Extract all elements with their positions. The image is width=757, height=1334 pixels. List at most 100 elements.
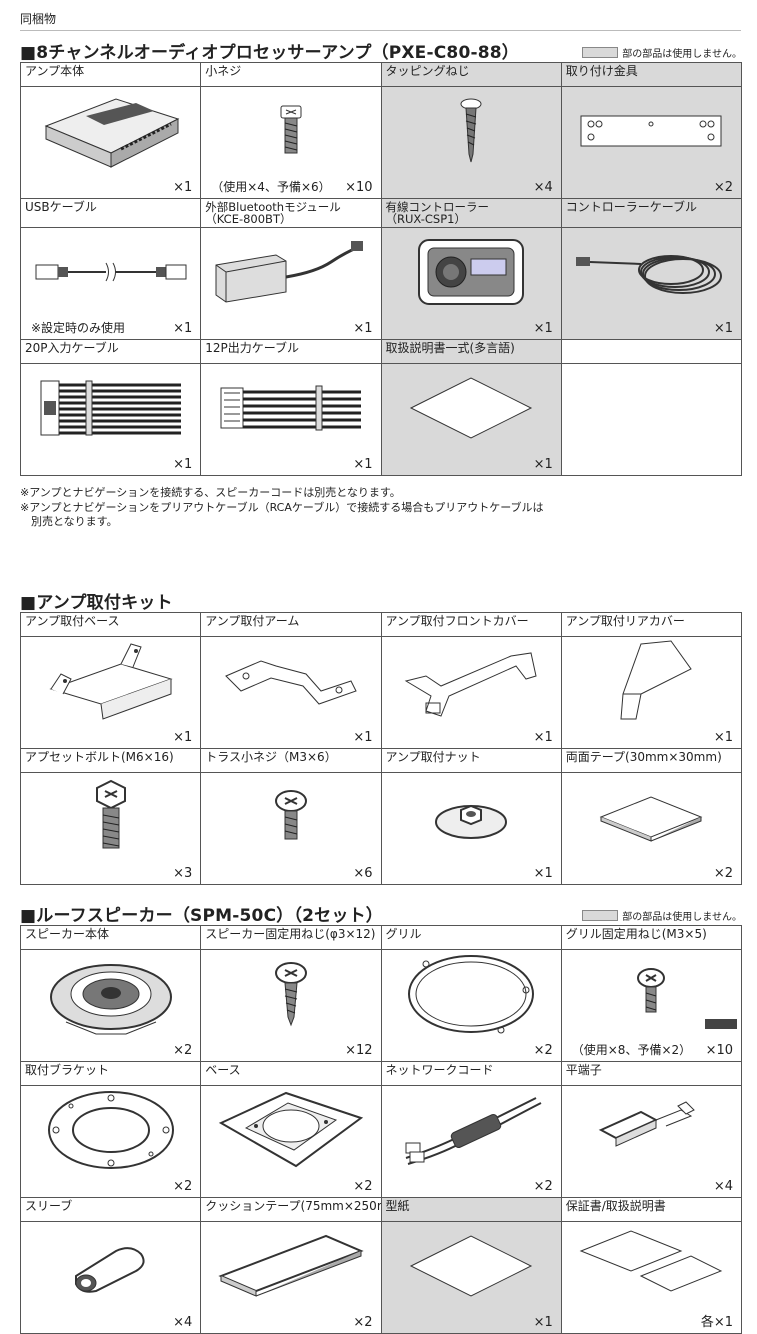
network-cord-icon	[382, 1090, 561, 1170]
parts-label-row: アンプ取付ベースアンプ取付アームアンプ取付フロントカバーアンプ取付リアカバー	[19, 612, 743, 637]
input-cable-20p-icon	[21, 368, 200, 448]
part-image-cell: ×2	[19, 949, 202, 1062]
part-name	[560, 339, 743, 365]
parts-label-row: アンプ本体小ネジタッピングねじ取り付け金具	[19, 62, 743, 87]
part-image-cell: ×12	[200, 949, 382, 1062]
part-name: トラス小ネジ（M3×6）	[200, 748, 382, 773]
part-image-cell: ×1	[380, 227, 562, 341]
part-quantity: ×2	[353, 1179, 373, 1194]
part-quantity: ×1	[353, 321, 373, 337]
part-quantity: ×1	[173, 457, 193, 473]
part-name: 20P入力ケーブル	[19, 339, 202, 365]
section-roof-speaker: ■ルーフスピーカー（SPM-50C）（2セット） 部の部品は使用しません。スピーカ…	[19, 901, 743, 1334]
usb-cable-icon	[21, 232, 200, 312]
part-quantity: ×6	[353, 866, 373, 881]
part-name: グリル	[380, 925, 562, 950]
part-name: 平端子	[560, 1061, 743, 1086]
part-image-cell: ×1	[560, 227, 743, 341]
amp-unit-icon	[21, 91, 200, 171]
part-quantity: ×4	[713, 1179, 733, 1194]
double-sided-tape-icon	[562, 777, 741, 857]
section-header: ■8チャンネルオーディオプロセッサーアンプ（PXE-C80-88）部の部品は使用…	[20, 38, 742, 63]
legend-text: 部の部品は使用しません。	[622, 49, 742, 60]
parts-label-row: 取付ブラケットベースネットワークコード平端子	[19, 1061, 743, 1086]
part-name: スピーカー固定用ねじ(φ3×12)	[200, 925, 382, 950]
parts-label-row: アプセットボルト(M6×16)トラス小ネジ（M3×6）アンプ取付ナット両面テープ…	[19, 748, 743, 773]
page-tab-marker	[705, 1019, 737, 1029]
part-name: アンプ取付リアカバー	[560, 612, 743, 637]
part-name: 取付ブラケット	[19, 1061, 202, 1086]
grille-screw-icon	[562, 954, 741, 1034]
parts-table: アンプ取付ベースアンプ取付アームアンプ取付フロントカバーアンプ取付リアカバー×1…	[19, 612, 743, 885]
part-image-cell: ※設定時のみ使用×1	[19, 227, 202, 341]
part-name: ネットワークコード	[380, 1061, 562, 1086]
unused-parts-legend: 部の部品は使用しません。	[582, 908, 742, 923]
part-image-cell: 各×1	[560, 1221, 743, 1334]
part-quantity: ×2	[533, 1043, 553, 1058]
part-image-cell: ×1	[19, 636, 202, 749]
part-quantity: ×10	[705, 1043, 733, 1058]
section-title: ■アンプ取付キット	[20, 593, 173, 613]
part-quantity: ×1	[713, 321, 733, 337]
part-quantity: ×12	[345, 1043, 373, 1058]
part-name: コントローラーケーブル	[560, 197, 743, 229]
part-name: アンプ取付フロントカバー	[380, 612, 562, 637]
part-note: ※設定時のみ使用	[31, 321, 126, 336]
part-image-cell: ×1	[200, 636, 382, 749]
sleeve-icon	[21, 1226, 200, 1306]
parts-image-row: ×1×1×1	[19, 363, 743, 477]
part-note: （使用×8、予備×2）	[571, 1043, 692, 1057]
part-image-cell: ×1	[380, 1221, 562, 1334]
part-quantity: ×4	[173, 1315, 193, 1330]
part-name: ベース	[200, 1061, 382, 1086]
part-image-cell: ×2	[200, 1221, 382, 1334]
part-image-cell: ×1	[380, 772, 562, 885]
note-speaker-cord: ※アンプとナビゲーションを接続する、スピーカーコードは別売となります。	[20, 486, 401, 499]
part-name: クッションテープ(75mm×250mm)	[200, 1197, 382, 1222]
mounting-bracket-icon	[562, 91, 741, 171]
small-screw-icon	[201, 91, 380, 171]
bluetooth-module-icon	[201, 232, 380, 312]
manual-sheet-icon	[382, 368, 561, 448]
part-name: 型紙	[380, 1197, 562, 1222]
part-quantity: ×3	[173, 866, 193, 881]
part-name: アンプ取付アーム	[200, 612, 382, 637]
header-divider	[20, 30, 741, 31]
mount-nut-icon	[382, 777, 561, 857]
part-image-cell: （使用×4、予備×6）×10	[200, 86, 382, 199]
note-preout-cable: ※アンプとナビゲーションをプリアウトケーブル（RCAケーブル）で接続する場合もプ…	[20, 501, 544, 528]
part-name: USBケーブル	[19, 197, 202, 229]
parts-image-row: ※設定時のみ使用×1 ×1 ×1 ×1	[19, 227, 743, 341]
part-quantity: ×1	[173, 730, 193, 745]
parts-image-row: ×1×1×1×1	[19, 636, 743, 749]
part-name: 両面テープ(30mm×30mm)	[560, 748, 743, 773]
part-quantity: ×1	[173, 180, 193, 195]
part-quantity: ×2	[353, 1315, 373, 1330]
section-amp-contents: ■8チャンネルオーディオプロセッサーアンプ（PXE-C80-88）部の部品は使用…	[19, 38, 743, 477]
part-quantity: ×2	[173, 1043, 193, 1058]
part-image-cell: ×1	[560, 636, 743, 749]
part-quantity: ×1	[353, 730, 373, 745]
parts-table: スピーカー本体スピーカー固定用ねじ(φ3×12)グリルグリル固定用ねじ(M3×5…	[19, 925, 743, 1334]
legend-swatch	[582, 910, 619, 921]
part-image-cell: ×1	[200, 363, 382, 477]
part-name: スピーカー本体	[19, 925, 202, 950]
rear-cover-icon	[562, 639, 741, 721]
section-amp-mount-kit: ■アンプ取付キットアンプ取付ベースアンプ取付アームアンプ取付フロントカバーアンプ…	[19, 588, 743, 885]
front-cover-icon	[382, 641, 561, 721]
parts-image-row: ×3×6×1×2	[19, 772, 743, 885]
part-image-cell: ×1	[380, 636, 562, 749]
section-title: ■ルーフスピーカー（SPM-50C）（2セット）	[20, 906, 383, 926]
part-quantity: ×2	[533, 1179, 553, 1194]
unused-parts-legend: 部の部品は使用しません。	[582, 45, 742, 60]
part-name: アプセットボルト(M6×16)	[19, 748, 202, 773]
part-image-cell: ×2	[380, 1085, 562, 1198]
part-name: 保証書/取扱説明書	[560, 1197, 743, 1222]
part-quantity: ×4	[533, 180, 553, 195]
mount-bracket-ring-icon	[21, 1090, 200, 1170]
speaker-base-icon	[201, 1090, 380, 1170]
part-image-cell: ×2	[19, 1085, 202, 1198]
